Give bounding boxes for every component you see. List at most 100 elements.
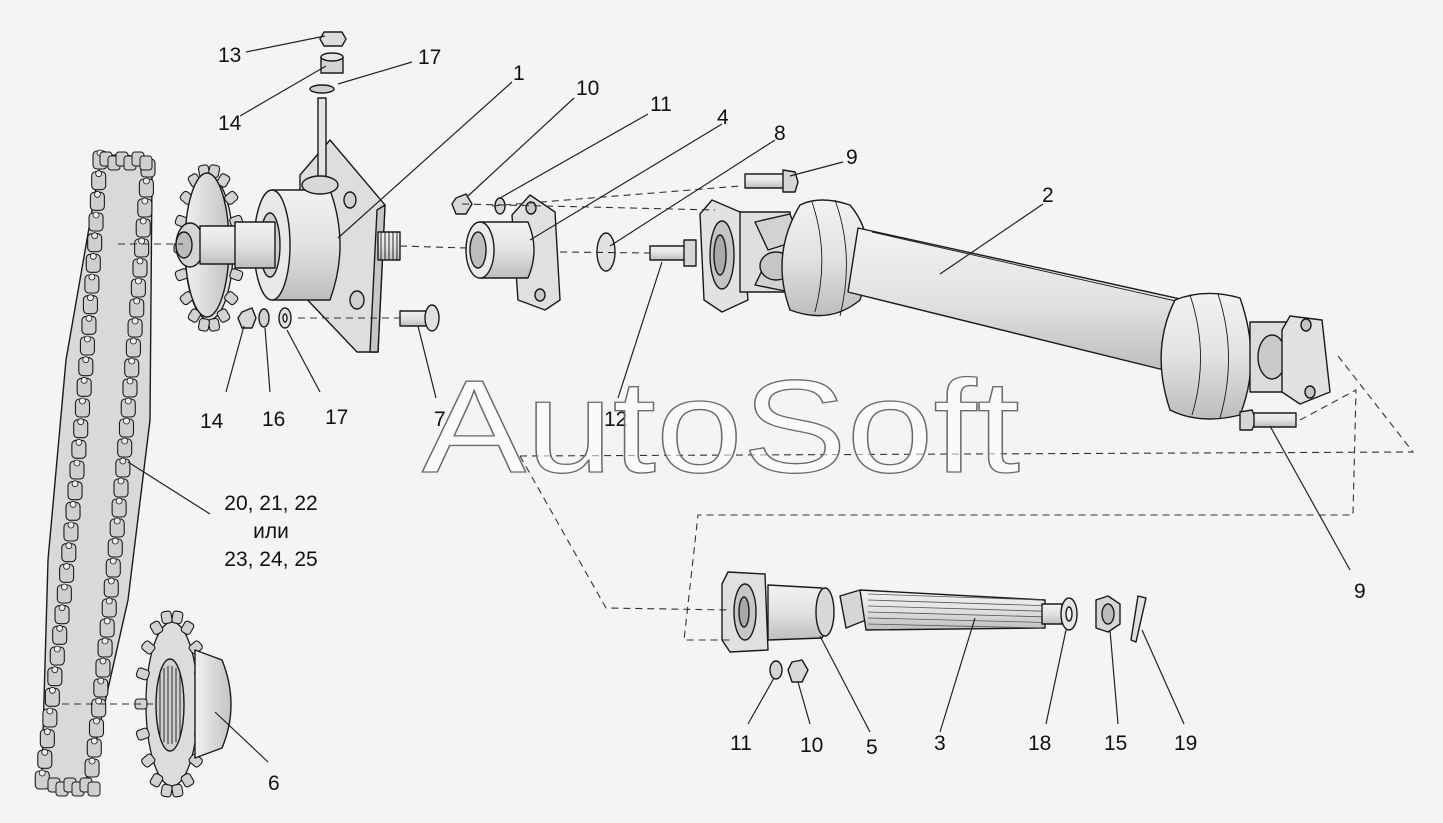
callout-11-bottom: 11 [730,732,752,755]
callout-6: 6 [268,772,280,795]
flange-hub [465,194,561,311]
splined-shaft [839,589,1078,631]
chain-link [139,155,153,171]
chain-pin [90,737,98,745]
chain-pin [103,617,111,625]
lower-left-fasteners [237,307,292,329]
sprocket-tooth [224,190,239,205]
chain-pin [97,677,105,685]
sprocket-tooth [216,173,231,188]
chain-pin [134,277,142,285]
chain-pin [121,437,129,445]
spline-groove [867,599,1043,606]
chain-pin [123,417,130,425]
sprocket-tooth [149,773,164,788]
chain-pin [82,356,90,364]
chain-pin [133,297,141,305]
callout-7: 7 [434,408,446,431]
chain-pin [65,542,73,550]
chain-pin [119,457,127,465]
chain-pin [79,397,86,405]
callout-17-bottom: 17 [325,406,348,429]
chain-pin [91,232,99,240]
callout-5: 5 [866,736,878,759]
chain-pin [128,357,136,365]
chain-pin [85,314,93,322]
chain-pin [46,707,54,715]
sprocket-tooth [171,783,184,798]
top-fasteners [319,31,347,74]
callout-14-top: 14 [218,112,242,135]
callout-16: 16 [262,408,285,431]
sprocket-tooth [216,308,231,323]
callout-13: 13 [218,44,241,67]
spline-lines [867,593,1043,629]
chain-pin [107,577,115,585]
chain-pin [99,657,107,665]
lower-nut-washer [769,659,809,683]
chain-pin [130,337,137,345]
callout-15: 15 [1104,732,1127,755]
callout-10-top: 10 [576,77,599,100]
chain-pin [138,237,146,245]
chain-pin [139,217,147,225]
chain-pin [109,557,117,565]
chain-pin [143,177,150,185]
sprocket-tooth [171,610,184,625]
callout-12: 12 [604,408,627,431]
bearing-housing [234,84,401,353]
callout-1: 1 [513,62,525,85]
chain-pin [43,728,51,736]
watermark: AutoSoft [422,353,1020,500]
spline-groove [867,611,1043,618]
callout-17-top: 17 [418,46,441,69]
chain-pin [53,645,61,653]
chain-links [34,149,156,797]
lower-flange-hub [721,571,835,653]
chain-pin [51,666,59,674]
sprocket-tooth [180,620,195,635]
spline-groove [867,605,1043,612]
leader-lines [127,35,1351,763]
lower-sprocket [134,610,232,798]
chain-pin [93,190,101,198]
cardan-shaft [699,199,1331,420]
spline-groove [867,617,1043,623]
sprocket-tooth [180,773,195,788]
chain-pin [113,517,121,525]
chain-pin [95,697,103,705]
roller-chain [34,149,156,797]
chain-pin [136,257,144,265]
chain-pin [141,197,149,205]
chain-pin [80,376,88,384]
chain-pin [48,686,56,694]
chain-pin [111,537,119,545]
sprocket-tooth [207,317,221,332]
chain-pin [88,273,96,281]
bolt-7 [399,304,440,332]
bolt-9-right [1239,409,1297,431]
chain-pin [67,521,75,529]
chain-label-line1: 20, 21, 22 [224,492,317,515]
chain-pin [131,317,139,325]
callout-18: 18 [1028,732,1051,755]
chain-pin [71,480,79,488]
callout-19: 19 [1174,732,1197,755]
spline-groove [867,623,1043,629]
chain-pin [105,597,113,605]
chain-pin [77,418,85,426]
chain-pin [89,252,97,260]
castle-nut-and-pin [1095,595,1147,643]
sprocket-tooth [160,610,173,625]
chain-pin [117,477,125,485]
assembly-center-lines [62,185,1415,705]
chain-label-line3: 23, 24, 25 [224,548,317,571]
chain-pin [41,748,49,756]
chain-pin [124,397,132,405]
sprocket-tooth [160,783,173,798]
chain-pin [88,757,96,765]
callout-3: 3 [934,732,946,755]
sprocket-tooth [135,667,150,681]
callout-11-top: 11 [650,93,672,116]
